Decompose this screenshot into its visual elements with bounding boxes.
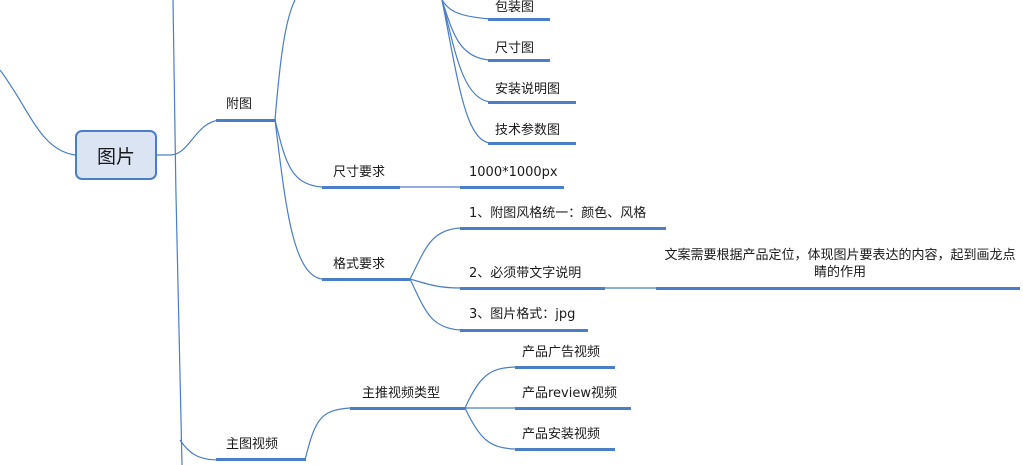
video-item-install-underline xyxy=(515,448,615,451)
format-req-underline xyxy=(322,278,410,281)
format-note: 文案需要根据产品定位，体现图片要表达的内容，起到画龙点睛的作用 xyxy=(664,248,1016,280)
branch-video-label: 主图视频 xyxy=(226,437,279,452)
node-an-zhuang-underline xyxy=(488,101,576,104)
node-ji-shu-underline xyxy=(488,142,576,145)
format-item-1-underline xyxy=(460,227,666,230)
format-item-3: 3、图片格式：jpg xyxy=(469,307,576,322)
format-note-underline xyxy=(656,287,1020,290)
size-req-underline xyxy=(322,186,400,189)
format-item-2: 2、必须带文字说明 xyxy=(469,266,582,281)
node-an-zhuang-label: 安装说明图 xyxy=(495,82,561,97)
size-req-label: 尺寸要求 xyxy=(333,165,386,180)
node-chi-cun-label: 尺寸图 xyxy=(495,41,535,56)
video-item-ad-underline xyxy=(515,366,615,369)
root-label: 图片 xyxy=(96,145,135,168)
video-item-review: 产品review视频 xyxy=(522,386,617,401)
branch-fu-tu-label: 附图 xyxy=(226,97,253,112)
video-types-underline xyxy=(350,407,465,410)
format-item-2-underline xyxy=(460,287,605,290)
node-bao-zhuang-underline xyxy=(488,18,550,21)
node-bao-zhuang-label: 包装图 xyxy=(495,0,535,15)
video-types-label: 主推视频类型 xyxy=(362,386,441,401)
root-node[interactable]: 图片 xyxy=(75,130,157,180)
branch-fu-tu-underline xyxy=(216,119,276,122)
format-item-3-underline xyxy=(460,329,588,332)
node-chi-cun-underline xyxy=(488,59,550,62)
size-req-value-underline xyxy=(460,186,564,189)
video-item-review-underline xyxy=(515,407,631,410)
format-req-label: 格式要求 xyxy=(333,257,386,272)
video-item-install: 产品安装视频 xyxy=(522,427,601,442)
node-ji-shu-label: 技术参数图 xyxy=(495,123,561,138)
size-req-value: 1000*1000px xyxy=(469,165,558,180)
video-item-ad: 产品广告视频 xyxy=(522,345,601,360)
format-item-1: 1、附图风格统一：颜色、风格 xyxy=(469,206,647,221)
branch-video-underline xyxy=(216,458,306,461)
